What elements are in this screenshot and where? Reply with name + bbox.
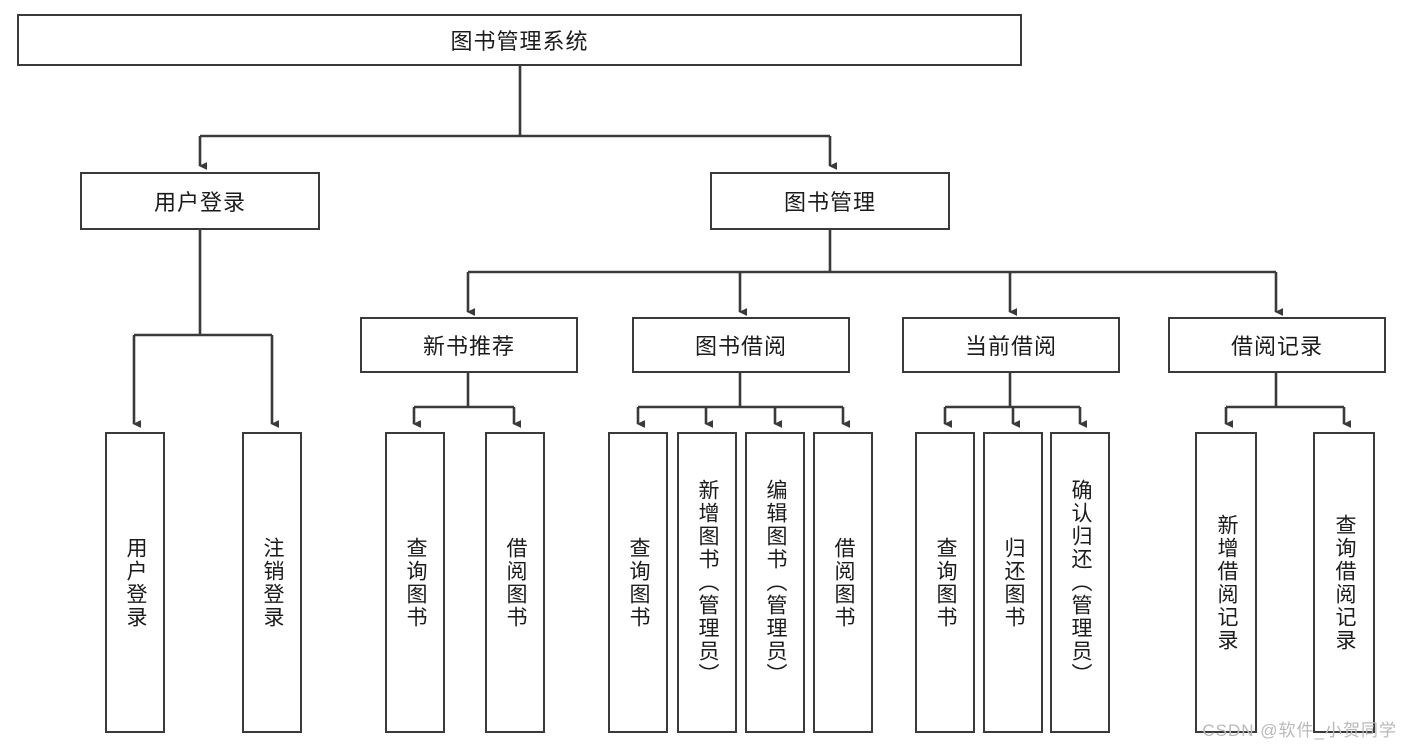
leaf-current-query-book[interactable]: 查询图书 [915,432,975,733]
node-label: 用户登录 [153,190,246,215]
node-label: 归还图书 [1002,536,1026,629]
node-label: 图书管理 [783,190,876,215]
node-label: 查询图书 [404,536,428,629]
node-new-book-recommend[interactable]: 新书推荐 [360,317,578,373]
node-label: 新书推荐 [422,334,515,359]
leaf-borrow-borrow-book[interactable]: 借阅图书 [813,432,873,733]
node-label: 确认归还（管理员） [1069,479,1093,686]
leaf-user-login-login[interactable]: 用户登录 [105,432,165,733]
node-label: 借阅记录 [1230,334,1323,359]
leaf-record-query[interactable]: 查询借阅记录 [1313,432,1375,733]
leaf-user-login-logout[interactable]: 注销登录 [242,432,302,733]
node-user-login[interactable]: 用户登录 [80,172,320,230]
node-borrow-record[interactable]: 借阅记录 [1168,317,1386,373]
node-label: 当前借阅 [964,334,1057,359]
node-book-borrow[interactable]: 图书借阅 [632,317,850,373]
node-label: 借阅图书 [832,536,856,629]
node-label: 图书管理系统 [450,29,589,54]
leaf-new-book-query[interactable]: 查询图书 [385,432,445,733]
node-label: 查询借阅记录 [1333,513,1357,652]
node-label: 查询图书 [934,536,958,629]
leaf-record-add[interactable]: 新增借阅记录 [1195,432,1257,733]
leaf-borrow-add-book[interactable]: 新增图书（管理员） [677,432,737,733]
node-current-borrow[interactable]: 当前借阅 [902,317,1120,373]
csdn-watermark: CSDN @软件_小贺同学 [1202,721,1397,740]
leaf-current-confirm-return[interactable]: 确认归还（管理员） [1050,432,1110,733]
node-label: 新增图书（管理员） [696,479,720,686]
node-label: 用户登录 [124,536,148,629]
leaf-new-book-borrow[interactable]: 借阅图书 [485,432,545,733]
leaf-current-return-book[interactable]: 归还图书 [983,432,1043,733]
leaf-borrow-edit-book[interactable]: 编辑图书（管理员） [745,432,805,733]
node-label: 查询图书 [627,536,651,629]
node-label: 编辑图书（管理员） [764,479,788,686]
node-label: 借阅图书 [504,536,528,629]
node-label: 新增借阅记录 [1215,513,1239,652]
node-label: 图书借阅 [694,334,787,359]
node-root-system[interactable]: 图书管理系统 [17,14,1022,66]
node-book-management[interactable]: 图书管理 [710,172,950,230]
leaf-borrow-query-book[interactable]: 查询图书 [608,432,668,733]
node-label: 注销登录 [261,536,285,629]
